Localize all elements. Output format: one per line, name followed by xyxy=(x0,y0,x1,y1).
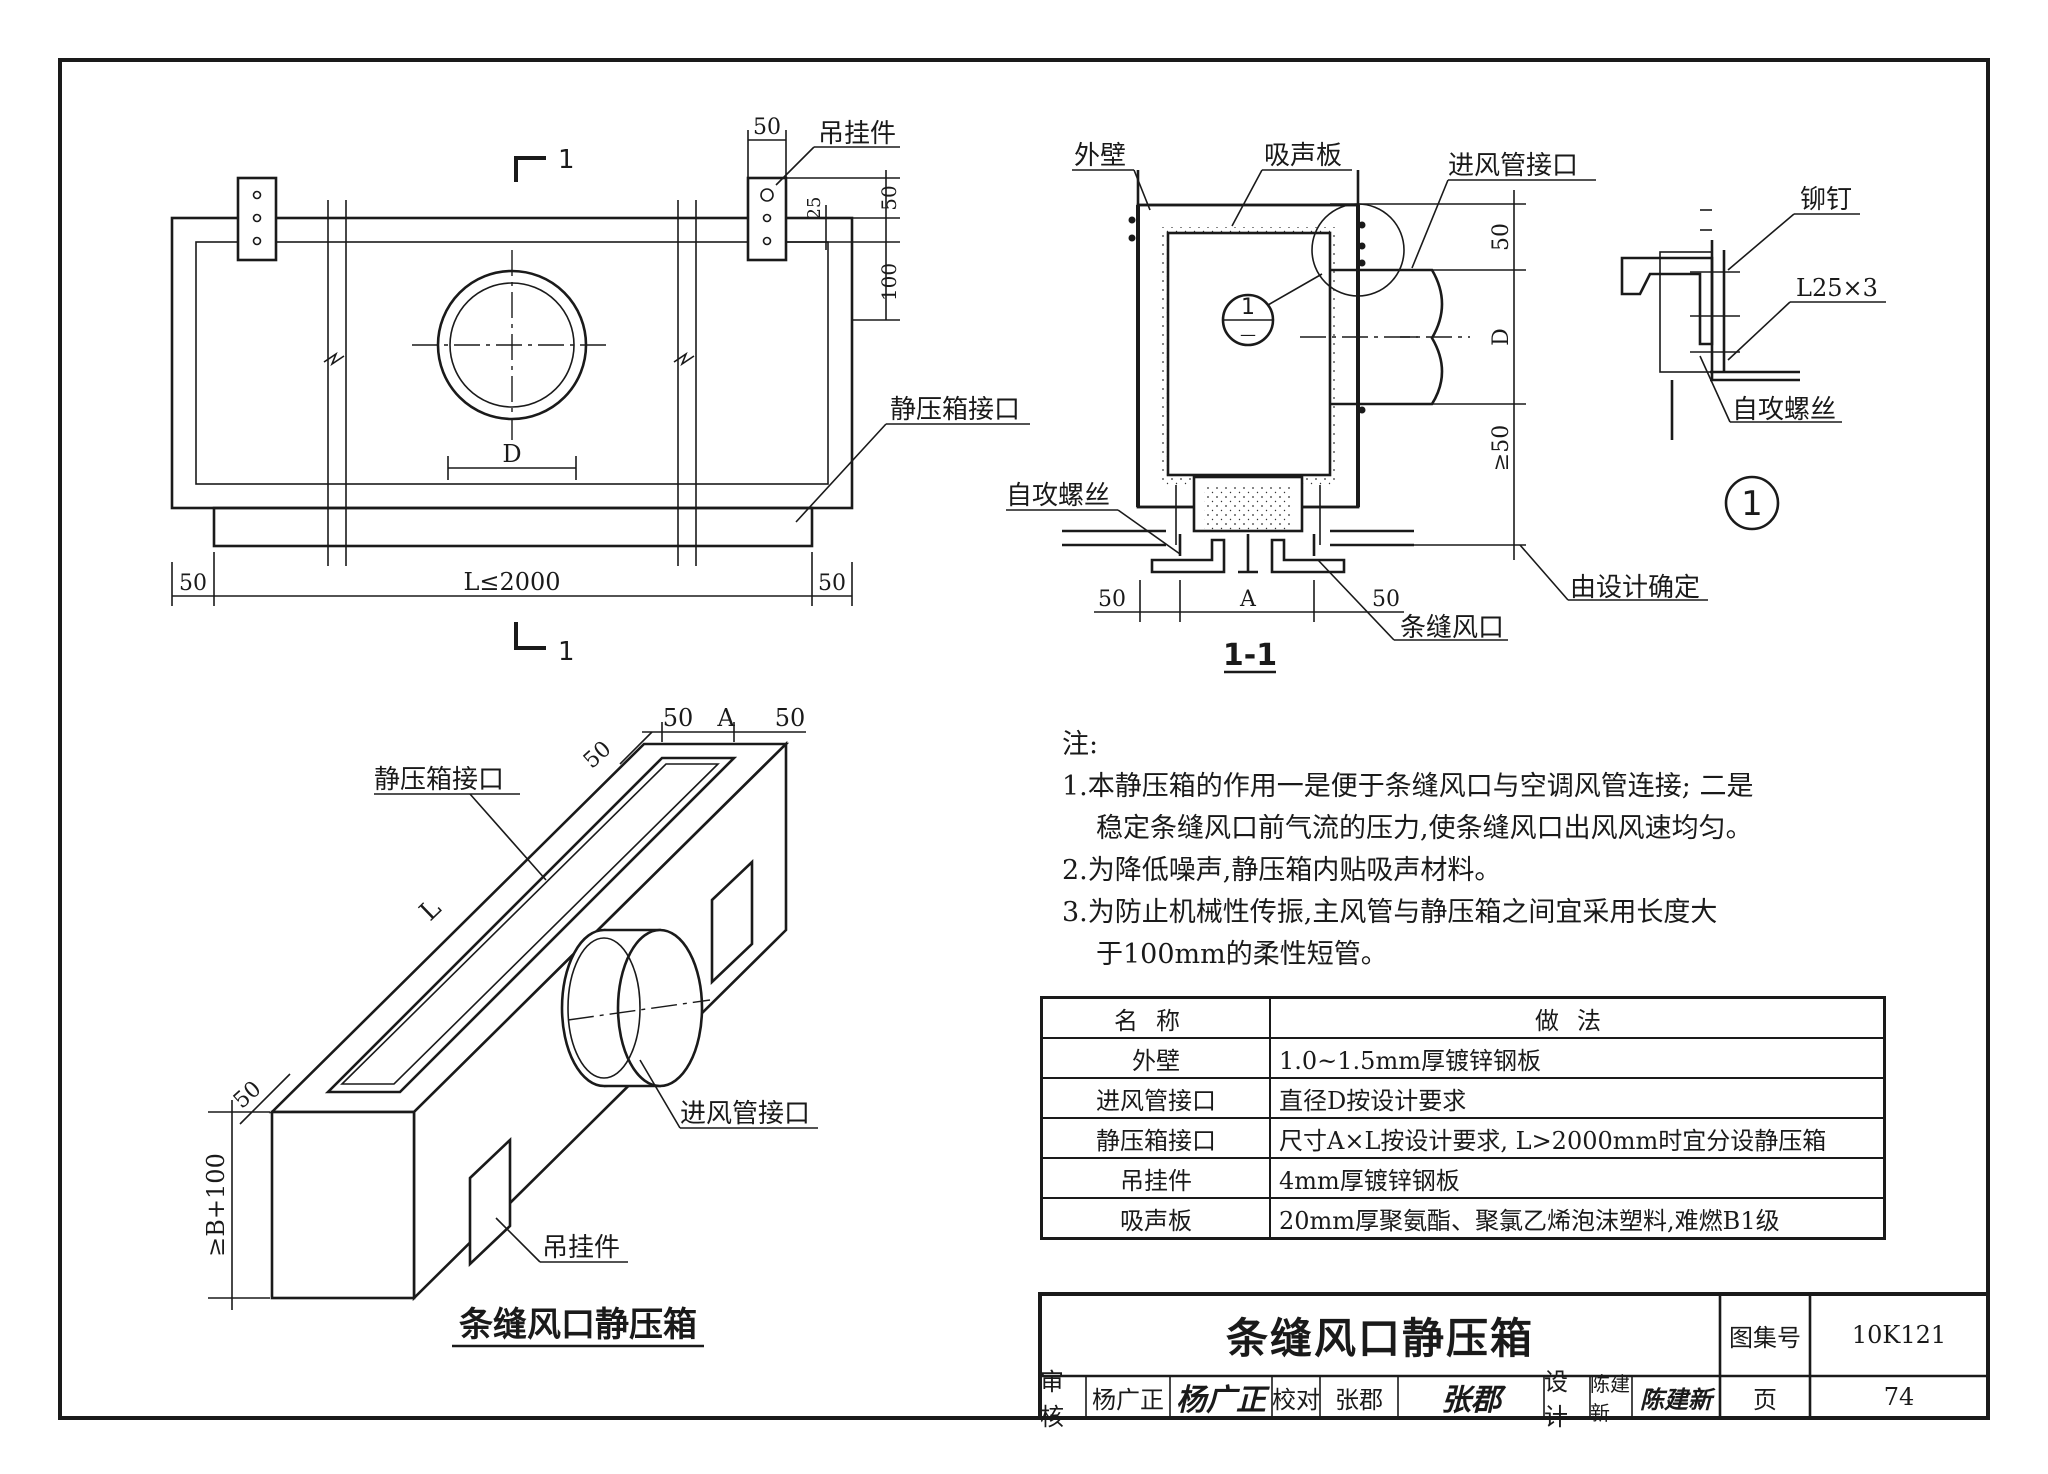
iso-dim-height: ≥B+100 xyxy=(202,1153,230,1257)
label-rivet: 铆钉 xyxy=(1800,185,1852,215)
table-row: 外壁 1.0~1.5mm厚镀锌钢板 xyxy=(1040,1037,1886,1079)
iso-label-inlet: 进风管接口 xyxy=(680,1099,810,1129)
drawing-title: 条缝风口静压箱 xyxy=(1225,1313,1534,1363)
table-header-name: 名称 xyxy=(1040,996,1271,1039)
notes-block: 注: 1.本静压箱的作用一是便于条缝风口与空调风管连接; 二是 稳定条缝风口前气… xyxy=(1062,724,1912,976)
detail-1: 铆钉 L25×3 自攻螺丝 1 xyxy=(1620,185,1886,531)
section-1-1: 50 D ≥50 50 A 50 1 — 外壁 吸声板 进风管接口 自攻螺丝 条… xyxy=(1006,141,1708,674)
label-slot-diffuser: 条缝风口 xyxy=(1400,613,1504,643)
dim-100-vert: 100 xyxy=(877,263,901,301)
table-row: 吊挂件 4mm厚镀锌钢板 xyxy=(1040,1157,1886,1199)
dim-D-section: D xyxy=(1489,328,1514,346)
note-3-line-2: 于100mm的柔性短管。 xyxy=(1096,939,1388,970)
table-cell-name: 进风管接口 xyxy=(1040,1077,1271,1119)
iso-dim-50-a: 50 xyxy=(663,704,694,732)
label-screw-detail: 自攻螺丝 xyxy=(1732,395,1836,425)
dim-D-plan: D xyxy=(502,440,521,468)
dim-50-hanger: 50 xyxy=(753,115,781,140)
iso-label-suspension: 吊挂件 xyxy=(542,1233,620,1263)
dim-50-vert: 50 xyxy=(877,185,901,210)
dim-50-section-left: 50 xyxy=(1098,587,1126,612)
design-label: 设计 xyxy=(1544,1368,1568,1431)
hanger-right xyxy=(746,176,788,262)
drawing-frame xyxy=(58,58,1990,1420)
note-1-line-1: 1.本静压箱的作用一是便于条缝风口与空调风管连接; 二是 xyxy=(1062,771,1754,802)
table-cell-method: 4mm厚镀锌钢板 xyxy=(1269,1157,1886,1199)
section-title: 1-1 xyxy=(1223,638,1277,673)
material-table: 名称 做法 外壁 1.0~1.5mm厚镀锌钢板 进风管接口 直径D按设计要求 静… xyxy=(1040,996,1886,1240)
title-block-grid xyxy=(1038,1292,1990,1420)
table-cell-name: 吸声板 xyxy=(1040,1197,1271,1240)
review-name: 杨广正 xyxy=(1092,1385,1164,1414)
table-cell-method: 直径D按设计要求 xyxy=(1269,1077,1886,1119)
dim-A-section: A xyxy=(1239,587,1257,612)
table-cell-name: 外壁 xyxy=(1040,1037,1271,1079)
label-sound-board: 吸声板 xyxy=(1264,141,1342,171)
label-design-determined: 由设计确定 xyxy=(1570,573,1700,603)
label-suspension-plan: 吊挂件 xyxy=(818,119,896,149)
isometric-view: 50 A 50 50 50 L ≥B+100 静压箱接口 进风管接口 吊挂件 条… xyxy=(202,704,818,1348)
check-signature: 张郡 xyxy=(1441,1383,1501,1418)
table-cell-name: 吊挂件 xyxy=(1040,1157,1271,1199)
section-mark-top: 1 xyxy=(558,145,575,175)
atlas-number: 10K121 xyxy=(1851,1321,1947,1349)
design-signature: 陈建新 xyxy=(1640,1384,1712,1414)
table-cell-name: 静压箱接口 xyxy=(1040,1117,1271,1159)
table-row: 吸声板 20mm厚聚氨酯、聚氯乙烯泡沫塑料,难燃B1级 xyxy=(1040,1197,1886,1240)
review-signature: 杨广正 xyxy=(1176,1383,1266,1418)
note-2: 2.为降低噪声,静压箱内贴吸声材料。 xyxy=(1062,855,1502,886)
dim-25-vert: 25 xyxy=(804,197,825,220)
section-mark-bottom: 1 xyxy=(558,637,575,667)
page-number: 74 xyxy=(1883,1383,1915,1411)
iso-label-plenum-connector: 静压箱接口 xyxy=(374,765,504,795)
dim-50-section-right: 50 xyxy=(1372,587,1400,612)
iso-dim-50-c: 50 xyxy=(579,737,617,774)
iso-caption: 条缝风口静压箱 xyxy=(459,1305,697,1345)
table-header-method: 做法 xyxy=(1269,996,1886,1039)
table-cell-method: 1.0~1.5mm厚镀锌钢板 xyxy=(1269,1037,1886,1079)
iso-dim-A: A xyxy=(716,704,735,732)
check-name: 张郡 xyxy=(1335,1385,1383,1414)
dim-50-section-top: 50 xyxy=(1489,223,1514,251)
title-block: 条缝风口静压箱 图集号 10K121 审核 杨广正 杨广正 校对 张郡 张郡 设… xyxy=(1040,1294,1988,1432)
hanger-left xyxy=(236,176,278,262)
note-3-line-1: 3.为防止机械性传振,主风管与静压箱之间宜采用长度大 xyxy=(1062,897,1718,928)
iso-dim-50-d: 50 xyxy=(229,1077,267,1114)
table-cell-method: 尺寸A×L按设计要求, L>2000mm时宜分设静压箱 xyxy=(1269,1117,1886,1159)
detail-callout-num: 1 xyxy=(1241,295,1255,320)
table-header-row: 名称 做法 xyxy=(1040,996,1886,1039)
note-1-line-2: 稳定条缝风口前气流的压力,使条缝风口出风风速均匀。 xyxy=(1096,813,1753,844)
atlas-label: 图集号 xyxy=(1729,1323,1801,1352)
table-cell-method: 20mm厚聚氨酯、聚氯乙烯泡沫塑料,难燃B1级 xyxy=(1269,1197,1886,1240)
iso-dim-50-b: 50 xyxy=(775,704,806,732)
page-label: 页 xyxy=(1753,1385,1777,1414)
label-screw-section: 自攻螺丝 xyxy=(1006,481,1110,511)
dim-50-right: 50 xyxy=(818,571,846,596)
detail-1-mark xyxy=(1724,475,1780,531)
plan-view: D 1 1 50 L≤2000 50 50 50 25 100 吊挂件 xyxy=(170,115,1030,667)
detail-callout-den: — xyxy=(1240,325,1256,344)
notes-heading: 注: xyxy=(1062,729,1099,760)
check-label: 校对 xyxy=(1272,1385,1320,1414)
detail-1-number: 1 xyxy=(1741,484,1763,524)
review-label: 审核 xyxy=(1040,1368,1064,1431)
label-angle-spec: L25×3 xyxy=(1796,274,1878,302)
dim-ge50-section: ≥50 xyxy=(1489,425,1514,471)
dim-L2000: L≤2000 xyxy=(463,568,560,596)
design-name: 陈建新 xyxy=(1590,1372,1630,1425)
label-outer-wall: 外壁 xyxy=(1074,141,1126,171)
table-row: 静压箱接口 尺寸A×L按设计要求, L>2000mm时宜分设静压箱 xyxy=(1040,1117,1886,1159)
label-inlet-connector-section: 进风管接口 xyxy=(1448,151,1578,181)
dim-50-left: 50 xyxy=(179,571,207,596)
table-row: 进风管接口 直径D按设计要求 xyxy=(1040,1077,1886,1119)
iso-dim-L: L xyxy=(414,893,447,927)
label-plenum-connector-plan: 静压箱接口 xyxy=(890,395,1020,425)
